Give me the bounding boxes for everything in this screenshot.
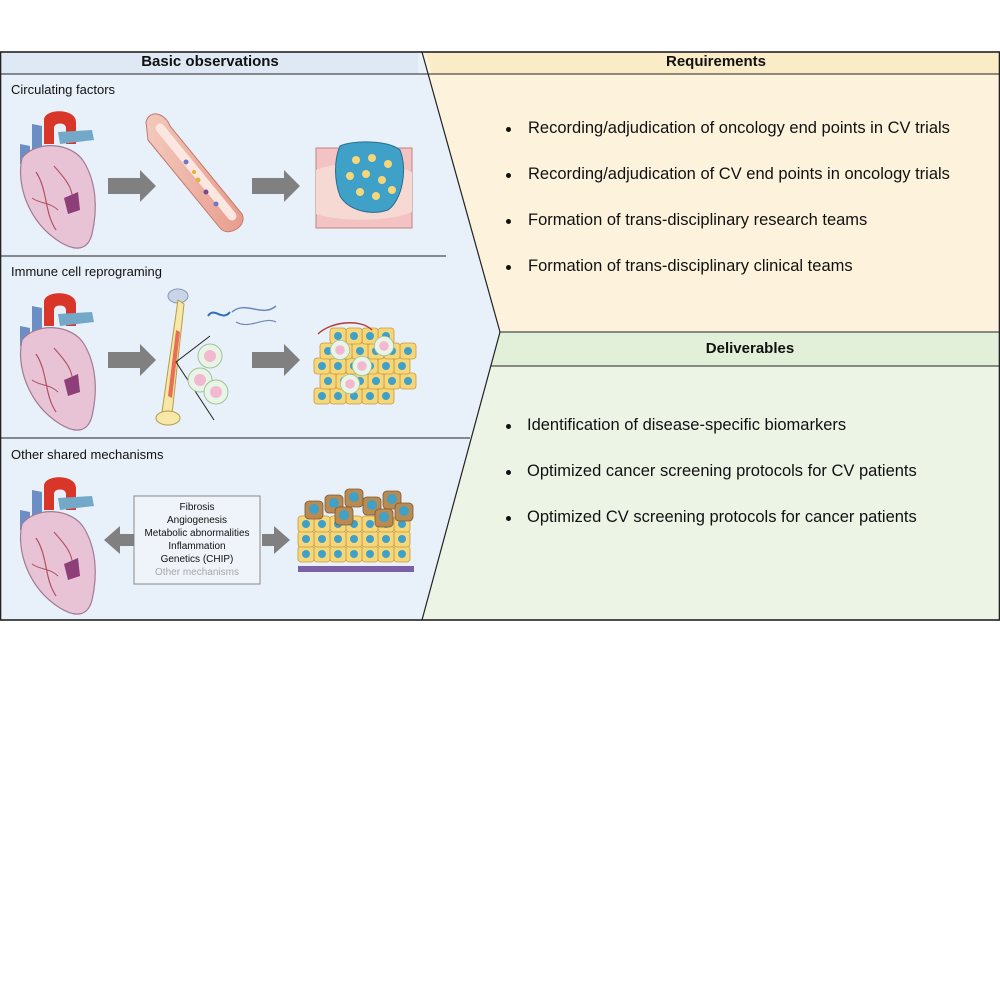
requirement-item: Formation of trans-disciplinary clinical… bbox=[528, 257, 853, 275]
deliverables-header-bar bbox=[491, 332, 1000, 366]
mechanism-item-faded: Other mechanisms bbox=[155, 567, 239, 578]
bullet-icon bbox=[506, 173, 511, 178]
mechanism-item: Angiogenesis bbox=[166, 515, 228, 526]
deliverables-header: Deliverables bbox=[705, 340, 795, 357]
bone-marrow-icon bbox=[155, 288, 277, 426]
section-title-circulating: Circulating factors bbox=[11, 82, 116, 97]
arrow-right-icon-5 bbox=[262, 526, 290, 554]
section-title-immune: Immune cell reprograming bbox=[11, 264, 163, 279]
arrow-right-icon-3 bbox=[108, 344, 156, 376]
deliverable-item: Optimized CV screening protocols for can… bbox=[527, 508, 917, 526]
requirement-item: Recording/adjudication of CV end points … bbox=[528, 165, 950, 183]
section-title-mechanisms: Other shared mechanisms bbox=[11, 447, 164, 462]
bullet-icon bbox=[506, 424, 511, 429]
requirements-header: Requirements bbox=[665, 53, 767, 70]
mechanism-item: Inflammation bbox=[168, 541, 226, 552]
requirement-item: Recording/adjudication of oncology end p… bbox=[528, 119, 950, 137]
tumor-epithelium-icon bbox=[297, 488, 414, 572]
blood-vessel-icon bbox=[145, 113, 244, 233]
bullet-icon bbox=[506, 516, 511, 521]
bullet-icon bbox=[506, 219, 511, 224]
mechanisms-box bbox=[133, 495, 261, 585]
observations-header: Basic observations bbox=[141, 53, 279, 70]
bullet-icon bbox=[506, 127, 511, 132]
deliverables-panel bbox=[422, 332, 1000, 620]
bullet-icon bbox=[506, 265, 511, 270]
deliverable-item: Optimized cancer screening protocols for… bbox=[527, 462, 917, 480]
tumor-tissue-icon bbox=[315, 141, 413, 229]
arrow-right-icon-1 bbox=[108, 170, 156, 202]
arrow-left-icon bbox=[104, 526, 134, 554]
mechanism-item: Metabolic abnormalities bbox=[144, 528, 250, 539]
observations-header-bar bbox=[0, 52, 418, 74]
bullet-icon bbox=[506, 470, 511, 475]
mechanism-item: Fibrosis bbox=[179, 502, 215, 513]
requirements-panel bbox=[422, 52, 1000, 332]
requirements-header-bar bbox=[426, 52, 1000, 74]
tumor-cells-icon bbox=[313, 322, 417, 405]
arrow-right-icon-2 bbox=[252, 170, 300, 202]
requirement-item: Formation of trans-disciplinary research… bbox=[528, 211, 868, 229]
arrow-right-icon-4 bbox=[252, 344, 300, 376]
mechanism-item: Genetics (CHIP) bbox=[160, 554, 234, 565]
deliverable-item: Identification of disease-specific bioma… bbox=[527, 416, 847, 434]
